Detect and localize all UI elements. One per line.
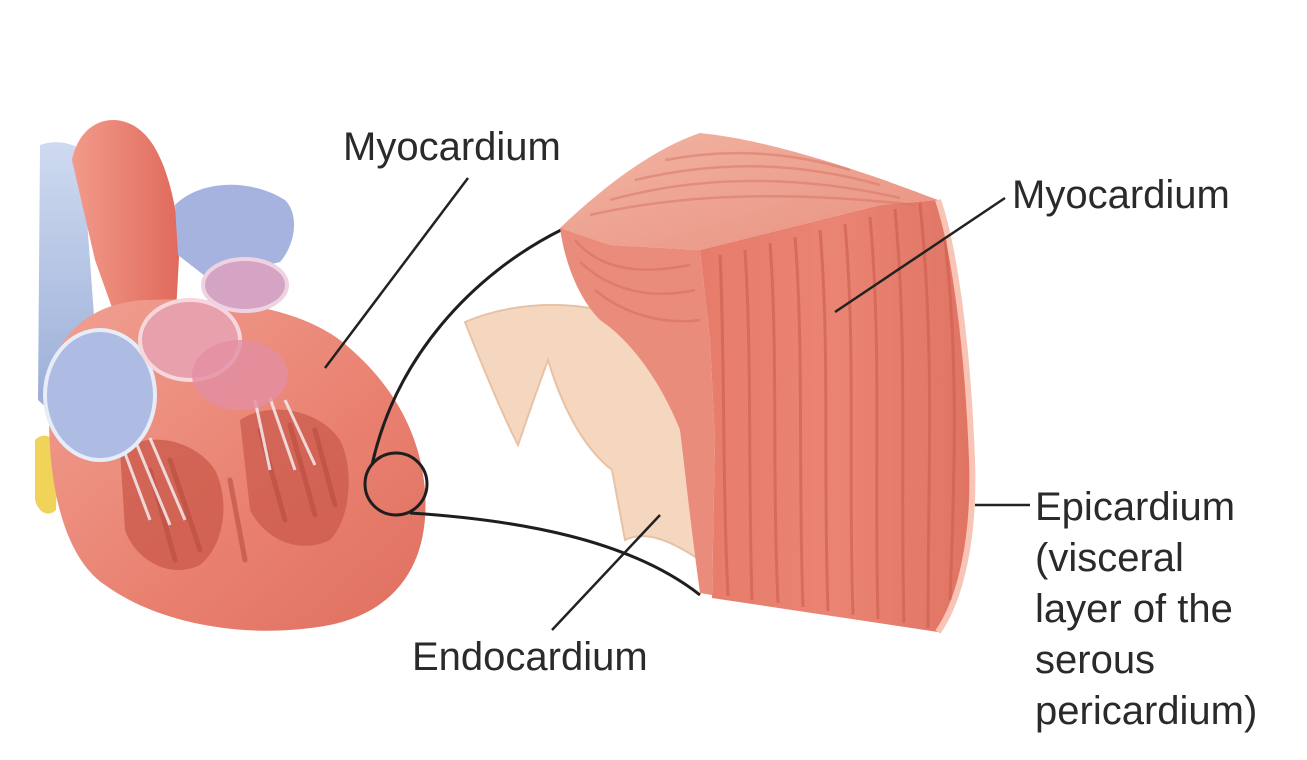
label-epicardium-line: serous: [1035, 635, 1257, 686]
label-endocardium: Endocardium: [412, 632, 648, 683]
leader-line-endocardium: [552, 515, 660, 630]
label-myocardium-left: Myocardium: [343, 122, 561, 173]
aortic-valve-shape: [192, 340, 288, 410]
label-epicardium-line: layer of the: [1035, 584, 1257, 635]
wall-block: [465, 133, 972, 632]
label-epicardium-line: (visceral: [1035, 533, 1257, 584]
mitral-valve-shape: [203, 259, 287, 311]
block-front-face: [700, 200, 972, 632]
leader-line-myocardium-left: [325, 178, 468, 368]
label-myocardium-right: Myocardium: [1012, 170, 1230, 221]
label-epicardium-line: Epicardium: [1035, 482, 1257, 533]
label-epicardium-line: pericardium): [1035, 686, 1257, 737]
label-epicardium: Epicardium (visceral layer of the serous…: [1035, 482, 1257, 737]
tricuspid-valve-shape: [45, 330, 155, 460]
